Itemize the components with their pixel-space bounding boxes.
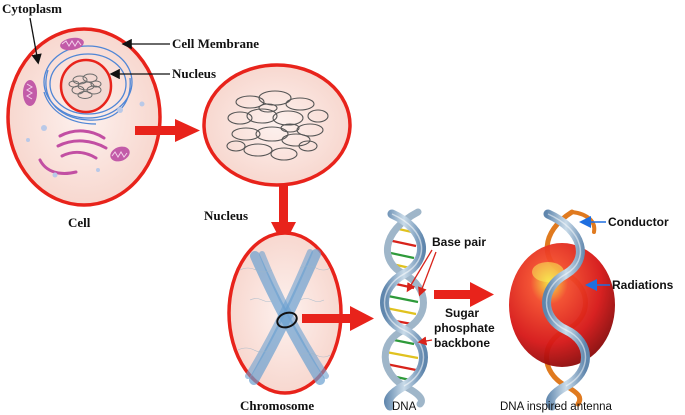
label-nucleus: Nucleus <box>204 208 248 223</box>
cell-outer-membrane <box>6 27 162 207</box>
cell-nucleus-chromatin <box>68 73 102 99</box>
label-radiations: Radiations <box>612 278 674 292</box>
label-sugar-2: phosphate <box>434 321 495 335</box>
label-chromosome: Chromosome <box>240 398 314 413</box>
dna-helix <box>380 208 428 411</box>
sugar-pointer <box>417 336 433 346</box>
base-pair-pointer-2 <box>418 251 437 297</box>
label-nucleus-pointer: Nucleus <box>172 66 216 81</box>
nucleus-outer <box>202 63 352 187</box>
mitochondria <box>23 37 130 162</box>
label-cell-membrane: Cell Membrane <box>172 36 259 51</box>
radiation-sphere <box>509 243 615 367</box>
label-cell: Cell <box>68 215 91 230</box>
label-base-pair: Base pair <box>432 235 486 249</box>
vesicles <box>26 101 145 178</box>
label-cytoplasm: Cytoplasm <box>2 1 62 16</box>
cell-illustration <box>6 27 162 207</box>
arrow-cell-to-nucleus <box>135 119 200 142</box>
arrow-chromosome-to-dna <box>302 306 374 331</box>
label-conductor: Conductor <box>608 215 669 229</box>
label-dna-antenna: DNA inspired antenna <box>500 401 612 413</box>
arrow-dna-to-antenna <box>434 282 494 307</box>
golgi-apparatus <box>38 129 108 175</box>
label-sugar-1: Sugar <box>445 306 479 320</box>
nucleus-illustration <box>202 63 352 187</box>
endoplasmic-reticulum <box>43 45 133 125</box>
nucleus-chromatin <box>226 90 329 161</box>
dna-antenna <box>509 209 615 411</box>
label-sugar-3: backbone <box>434 336 490 350</box>
cell-nucleus-highlight <box>59 58 113 114</box>
chromosome-texture <box>237 265 331 358</box>
base-pair-pointer-1 <box>406 249 433 293</box>
chromosome-illustration <box>227 231 343 395</box>
cytoplasm-pointer <box>29 17 42 65</box>
chromosome-dna-highlight <box>276 311 298 329</box>
label-dna: DNA <box>392 401 417 413</box>
